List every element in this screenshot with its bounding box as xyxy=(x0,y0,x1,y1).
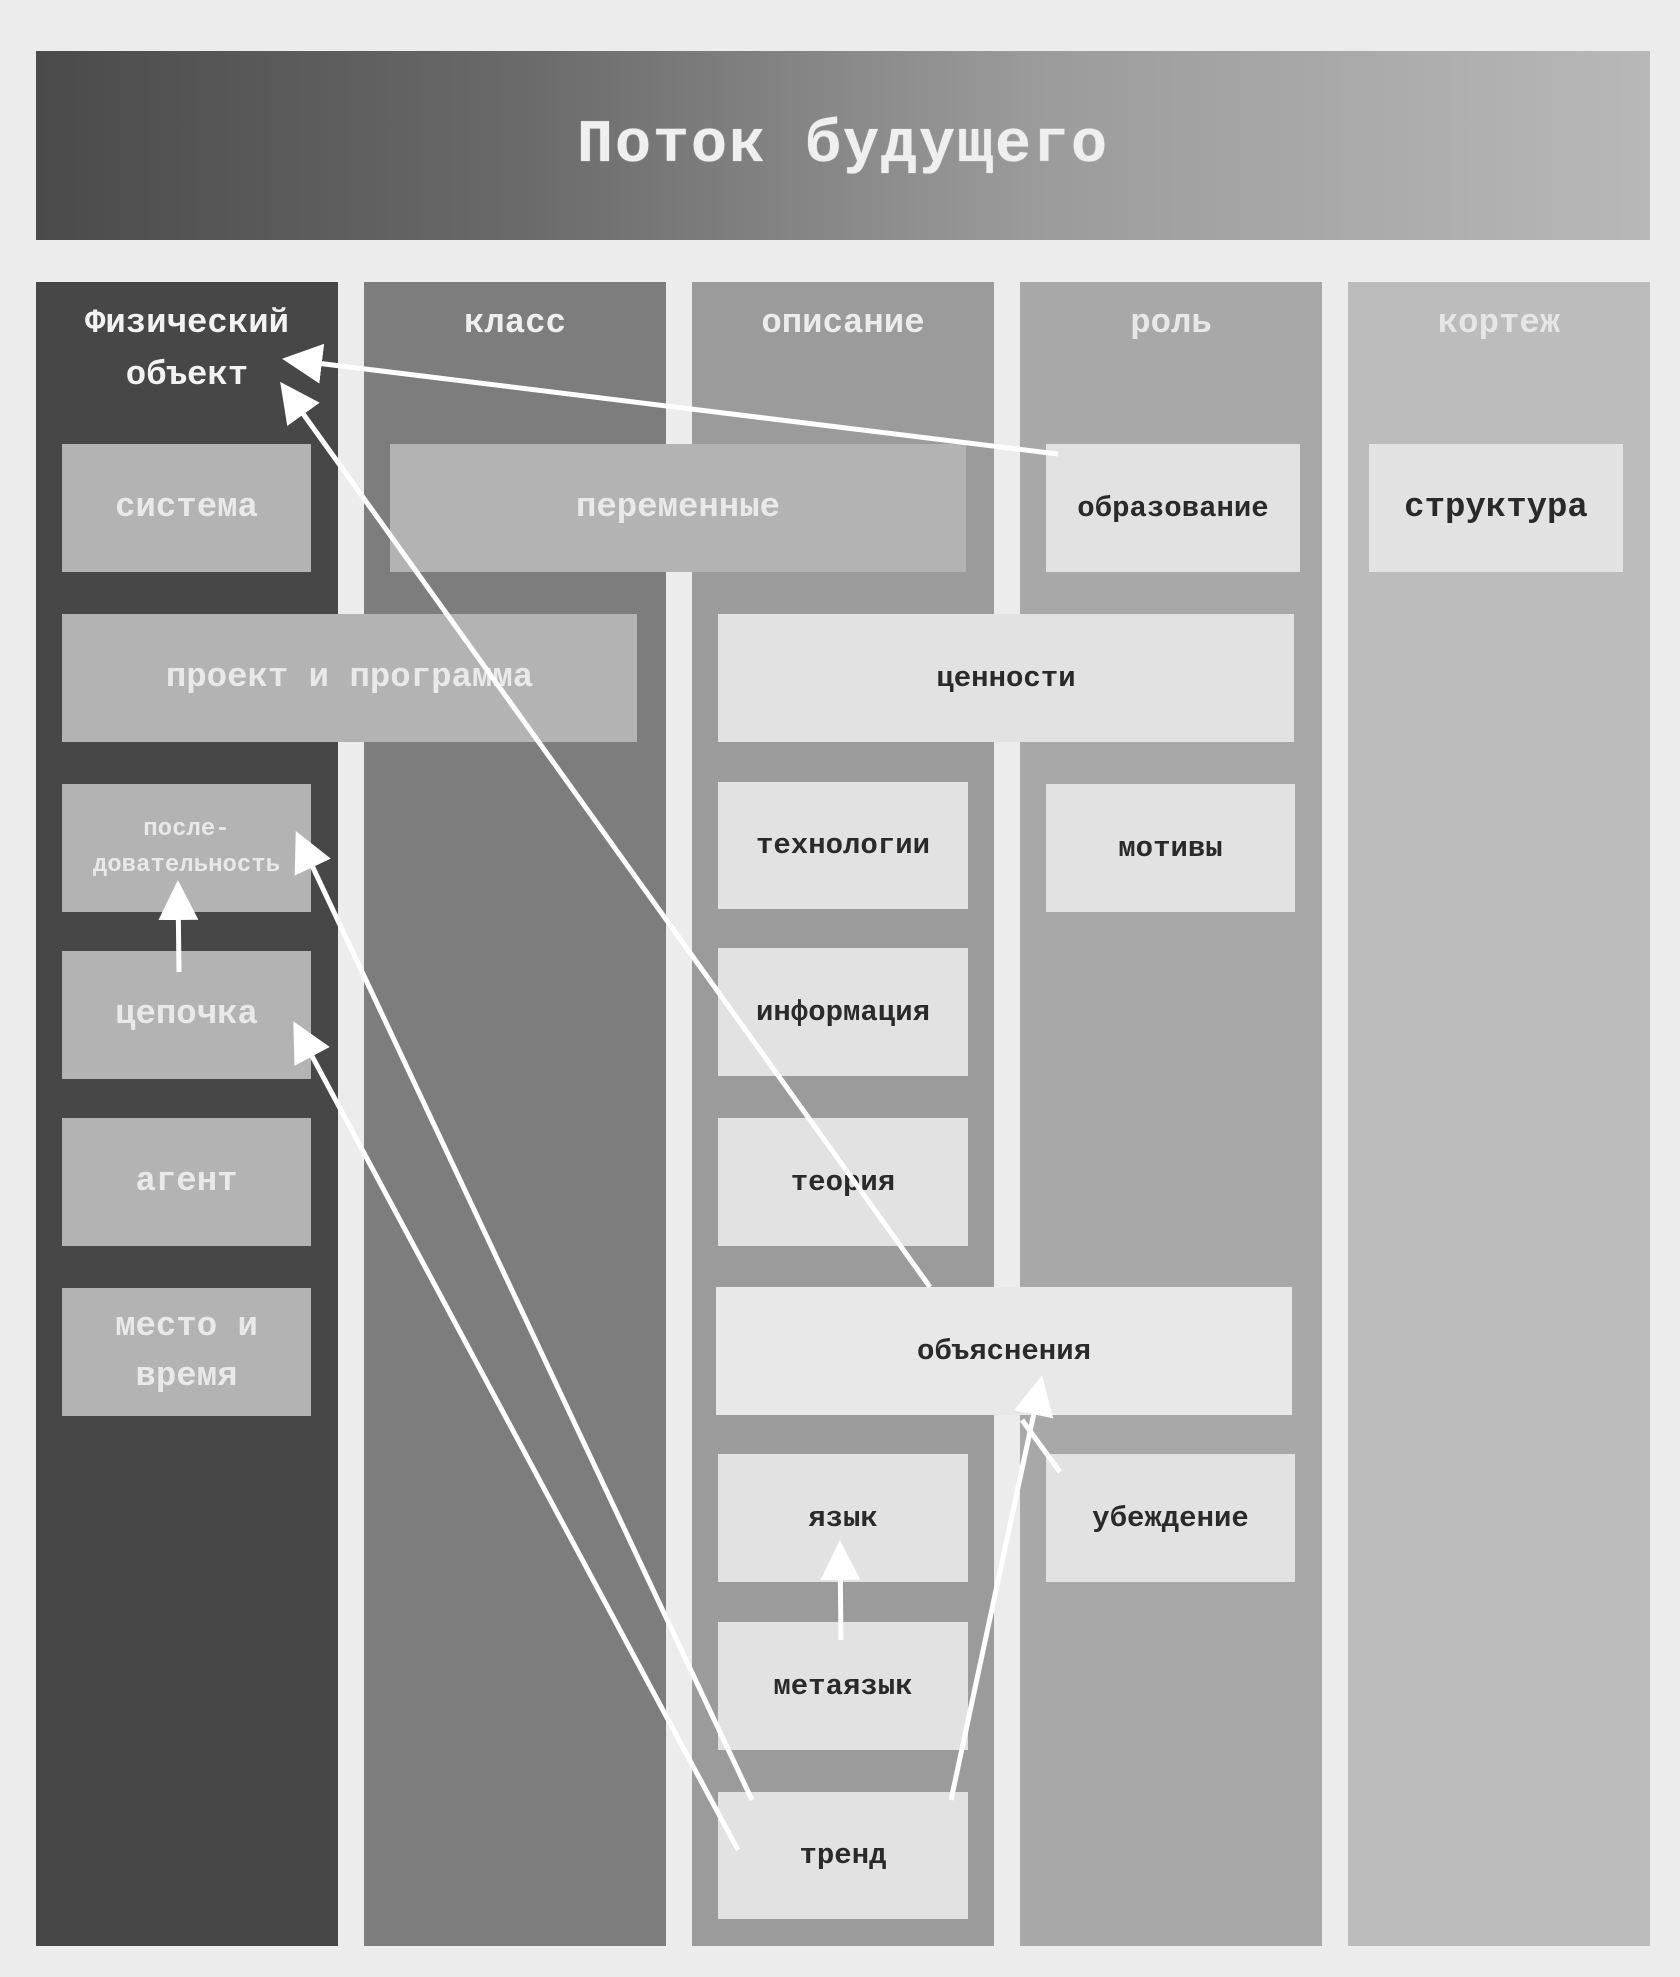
arrow-cepochka-to-posledovatelnost xyxy=(158,880,199,973)
column-header-tuple: кортеж xyxy=(1437,305,1561,343)
box-cennosti: ценности xyxy=(718,614,1294,742)
box-obyasneniya: объяснения xyxy=(716,1287,1292,1415)
arrow-ubezhdenie-to-obyasneniya xyxy=(1019,1418,1063,1474)
box-peremennye: переменные xyxy=(390,444,966,572)
box-tehnologii: технологии xyxy=(718,782,968,909)
box-sistema: система xyxy=(62,444,311,572)
diagram-title: Поток будущего xyxy=(576,111,1110,180)
box-ubezhdenie: убеждение xyxy=(1046,1454,1295,1582)
box-proekt-i-programma: проект и программа xyxy=(62,614,637,742)
arrow-metayazyk-to-yazyk xyxy=(820,1540,861,1641)
column-header-role: роль xyxy=(1130,305,1212,343)
column-header-description: описание xyxy=(761,305,925,343)
box-obrazovanie: образование xyxy=(1046,444,1300,572)
box-struktura: структура xyxy=(1369,444,1623,572)
box-agent: агент xyxy=(62,1118,311,1246)
arrow-trend-to-posledovatelnost xyxy=(294,830,755,1802)
box-motivy: мотивы xyxy=(1046,784,1295,912)
box-mesto-i-vremya: место и время xyxy=(62,1288,311,1416)
box-metayazyk: метаязык xyxy=(718,1622,968,1750)
box-trend: тренд xyxy=(718,1792,968,1919)
box-cepochka: цепочка xyxy=(62,951,311,1079)
column-header-class: класс xyxy=(463,305,567,343)
column-header-physical-object: Физический объект xyxy=(84,305,290,395)
arrow-trend-to-obyasneniya xyxy=(948,1375,1054,1801)
box-teoriya: теория xyxy=(718,1118,968,1246)
arrow-obyasneniya-to-physical-object xyxy=(280,381,933,1289)
arrow-trend-to-cepochka xyxy=(293,1021,741,1852)
title-bar: Поток будущего xyxy=(36,51,1650,240)
arrow-obrazovanie-to-physical-object xyxy=(282,343,1059,457)
box-informaciya: информация xyxy=(718,948,968,1076)
